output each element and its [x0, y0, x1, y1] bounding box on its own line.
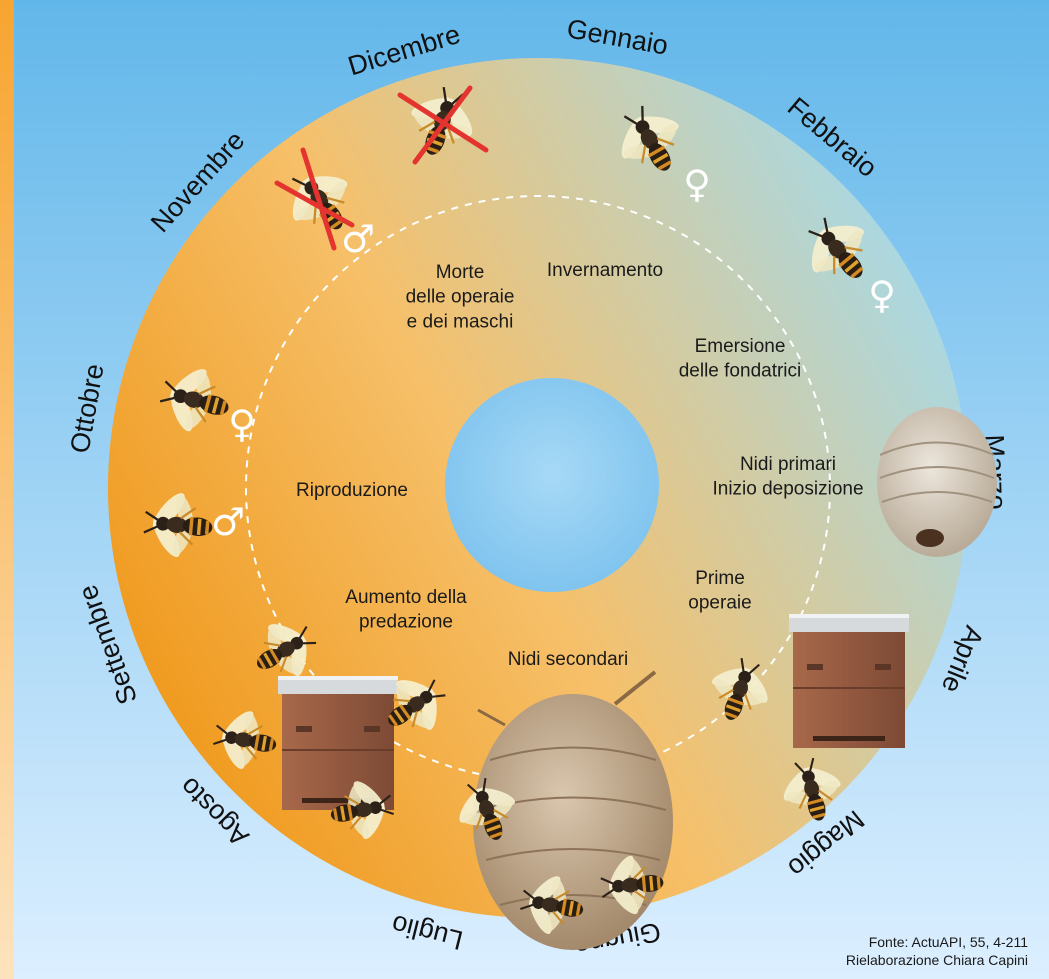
male-symbol-icon: ♂ — [341, 217, 375, 261]
male-symbol-icon: ♂ — [211, 500, 245, 544]
stage-label-line: Emersione — [695, 336, 786, 357]
stage-label-line: Inizio deposizione — [712, 479, 863, 500]
stage-label-line: Invernamento — [547, 260, 663, 281]
stage-nidi-secondari: Nidi secondari — [508, 649, 628, 670]
center-hole — [445, 378, 659, 592]
beehive-image-aprile — [789, 614, 909, 748]
female-symbol-icon: ♀ — [228, 402, 256, 446]
stage-label-line: Prime — [695, 568, 745, 589]
stage-label-line: Nidi secondari — [508, 649, 628, 670]
female-symbol-icon: ♀ — [868, 273, 896, 317]
stage-label-line: Riproduzione — [296, 480, 408, 501]
source-line-2: Rielaborazione Chiara Capini — [846, 952, 1028, 968]
stage-label-line: predazione — [359, 612, 453, 633]
stage-label-line: Morte — [436, 262, 485, 283]
beehive-image-agosto — [278, 676, 398, 810]
stage-invernamento: Invernamento — [547, 260, 663, 281]
side-strip — [0, 0, 14, 979]
stage-label-line: Aumento della — [345, 587, 467, 608]
stage-label-line: Nidi primari — [740, 454, 836, 475]
stage-label-line: delle fondatrici — [679, 361, 802, 382]
female-symbol-icon: ♀ — [683, 162, 711, 206]
stage-riproduzione: Riproduzione — [296, 480, 408, 501]
primary-nest-image — [877, 407, 997, 557]
source-line-1: Fonte: ActuAPI, 55, 4-211 — [869, 934, 1028, 950]
stage-label-line: operaie — [688, 593, 751, 614]
stage-label-line: delle operaie — [406, 287, 515, 308]
stage-label-line: e dei maschi — [407, 311, 514, 332]
